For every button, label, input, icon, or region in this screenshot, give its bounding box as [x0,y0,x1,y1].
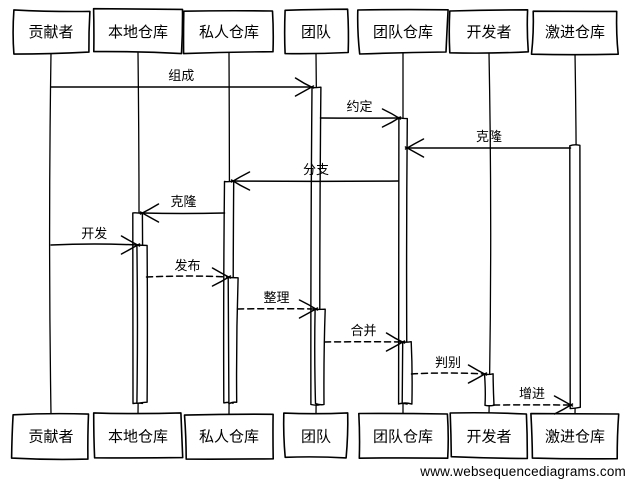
actor-box [183,413,274,460]
message-line [145,275,230,278]
watermark: www.websequencediagrams.com [420,464,626,479]
actor-box [358,412,450,459]
activation-bar [483,373,495,407]
message-label: 开发 [81,226,107,242]
message-line [141,212,226,215]
activation-bar [397,116,408,405]
message-line [410,372,486,375]
actor-box [530,10,619,56]
actor-box [12,9,91,55]
message-arrowhead [404,146,425,158]
actor-label: 贡献者 [28,23,73,41]
message-arrowhead [298,307,319,319]
actor-box [448,9,530,54]
actor-label: 团队 [301,23,331,41]
activation-bar [136,244,149,404]
actor-label: 本地仓库 [108,428,168,446]
lifeline [488,52,492,415]
activation-bar [401,341,413,405]
actor-label: 私人仓库 [199,428,259,446]
activation-bar [569,144,581,410]
message-label: 判别 [435,356,461,371]
activation-bar [227,276,239,405]
message-arrowhead [381,116,402,128]
message-arrowhead [294,85,315,97]
activation-bar [314,308,326,406]
actor-label: 贡献者 [28,428,73,446]
message-arrowhead [230,179,251,191]
actor-label: 团队仓库 [373,428,433,446]
actor-box [282,412,349,459]
message-label: 增进 [519,387,545,402]
actor-label: 激进仓库 [545,428,605,446]
message-label: 约定 [346,100,372,115]
message-label: 克隆 [476,130,502,145]
message-label: 发布 [174,258,200,274]
actor-label: 开发者 [466,23,511,41]
actor-box [10,412,90,461]
message-label: 分支 [303,163,329,178]
message-label: 合并 [350,324,376,339]
actor-box [283,8,350,55]
lifeline [48,52,52,415]
message-arrowhead [139,211,160,223]
message-arrowhead [385,340,406,352]
message-arrowhead [467,372,488,384]
message-arrowhead [553,403,574,415]
actor-label: 激进仓库 [545,23,605,41]
message-label: 克隆 [170,195,196,210]
message-label: 整理 [263,291,289,306]
actor-label: 团队 [301,428,331,446]
message-label: 组成 [168,69,194,84]
actor-label: 私人仓库 [199,23,259,41]
actor-label: 开发者 [466,428,511,446]
actor-label: 团队仓库 [373,23,433,41]
actor-box [182,9,275,55]
actor-box [449,411,529,460]
actor-box [356,8,449,55]
message-arrowhead [211,275,232,287]
actor-box [530,412,620,460]
actor-label: 本地仓库 [108,23,168,41]
actor-box [92,7,184,55]
message-arrowhead [120,243,141,255]
message-line [50,243,139,246]
actor-box [92,412,184,459]
